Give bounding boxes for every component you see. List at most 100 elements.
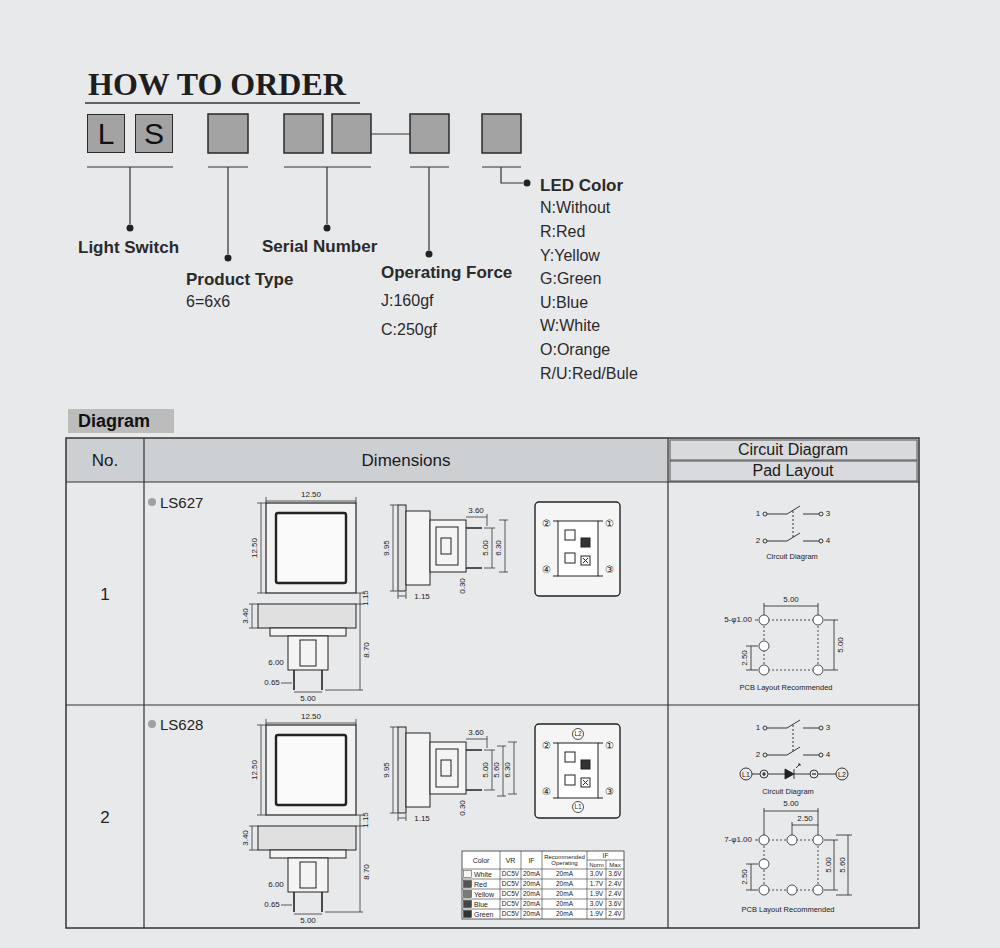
table-grid (66, 438, 919, 928)
pin-label: L1 (742, 771, 750, 778)
dimension-value: 5.60 (839, 857, 847, 873)
dimension-value: 3.60 (468, 729, 484, 737)
led-symbol (836, 768, 848, 780)
pin-circle (573, 729, 584, 740)
bullet-dot (148, 498, 156, 728)
dimension-value: 12.50 (301, 491, 321, 499)
box-text: S (144, 119, 164, 149)
led-symbol (740, 764, 848, 780)
dimension-value: 1.15 (414, 593, 430, 601)
order-code-label: LED Color (540, 177, 623, 194)
dimension-value: 8.70 (363, 642, 371, 658)
dimension-value: 5.00 (783, 596, 799, 604)
pin-label: L1 (574, 804, 581, 811)
dimension-value: 3.60 (468, 507, 484, 515)
dimension-value: 2.50 (741, 869, 749, 885)
order-code-boxes (332, 114, 371, 153)
table-cell: 2.4V (608, 911, 621, 918)
order-code-boxes (482, 114, 521, 153)
dimension-value: 5.60 (493, 762, 501, 778)
color-swatch (464, 871, 472, 918)
pin-label: L2 (838, 771, 846, 778)
pad-layout (746, 808, 852, 895)
led-symbol (762, 772, 766, 776)
table-cell: 20mA (523, 901, 540, 908)
pad-layout (836, 835, 852, 895)
dimension-value: 5.00 (825, 857, 833, 873)
order-code-label: Product Type (186, 271, 293, 288)
dimension-value: 2.50 (741, 650, 749, 666)
dimension-value: 6.30 (504, 762, 512, 778)
table-header-cell: VR (506, 857, 516, 864)
table-cell: Red (474, 881, 487, 888)
dimension-value: 0.30 (459, 800, 467, 816)
dimension-value: 6.00 (268, 659, 284, 667)
table-cell: 3.6V (608, 901, 621, 908)
leader-dot (426, 251, 433, 258)
table-grid (66, 438, 919, 928)
pad-layout (764, 840, 818, 890)
dimension-line (497, 520, 517, 796)
dimension-value: 5.00 (300, 917, 316, 925)
pad-layout (759, 615, 823, 675)
table-cell: 3.0V (590, 901, 603, 908)
table-cell: DC5V (502, 901, 519, 908)
switch-drawing (249, 497, 620, 692)
table-cell: 1.9V (590, 891, 603, 898)
table-cell: DC5V (502, 911, 519, 918)
dimension-value: 1.15 (362, 590, 370, 606)
led-symbol (752, 774, 760, 775)
order-code-label: 6=6x6 (186, 294, 230, 310)
part-number: LS628 (160, 717, 203, 732)
bullet-dot (148, 720, 156, 728)
leader-line (130, 167, 523, 254)
table-cell: DC5V (502, 881, 519, 888)
terminal-number: 4 (826, 537, 830, 545)
pad-layout (787, 885, 797, 895)
table-cell: DC5V (502, 891, 519, 898)
pad-layout (755, 840, 758, 841)
table-cell: DC5V (502, 871, 519, 878)
dimension-value: 0.65 (264, 679, 280, 687)
dimension-value: 1.15 (414, 815, 430, 823)
order-code-label: Light Switch (78, 239, 179, 256)
table-cell: 20mA (556, 901, 573, 908)
pad-layout (764, 603, 818, 615)
color-swatch (464, 911, 472, 918)
table-header-cell: Max (609, 862, 620, 868)
table-cell: 20mA (523, 871, 540, 878)
led-table (462, 851, 624, 919)
led-symbol (760, 770, 768, 778)
section-title: HOW TO ORDER (88, 68, 346, 100)
dimension-value: 0.30 (459, 578, 467, 594)
order-code-label: R/U:Red/Bule (540, 366, 638, 382)
table-cell: 20mA (523, 881, 540, 888)
order-code-label: Serial Number (262, 238, 377, 255)
leader-line (371, 133, 410, 134)
switch-symbol (763, 720, 823, 757)
table-cell: 20mA (523, 891, 540, 898)
dimension-value: 5.00 (482, 540, 490, 556)
pad-layout (759, 859, 769, 869)
pad-layout (746, 603, 838, 675)
dimension-value: 3.40 (242, 830, 250, 846)
switch-drawing (249, 719, 620, 914)
led-symbol (785, 769, 794, 779)
pin-label: ① (605, 741, 614, 751)
pin-label: ④ (542, 787, 551, 797)
led-symbol (810, 770, 818, 778)
led-symbol (812, 773, 816, 774)
order-code-boxes (208, 114, 248, 153)
box-text: L (98, 119, 115, 149)
table-cell: 1.9V (590, 911, 603, 918)
leader-dot (324, 225, 331, 232)
led-symbol (818, 774, 836, 775)
pad-layout (759, 835, 769, 845)
dimension-value: 2.50 (797, 815, 813, 823)
dimension-value: 12.50 (251, 538, 259, 558)
order-code-boxes (208, 114, 521, 153)
table-header: Pad Layout (753, 463, 834, 479)
leader-line (85, 103, 523, 254)
pad-layout (813, 835, 823, 845)
